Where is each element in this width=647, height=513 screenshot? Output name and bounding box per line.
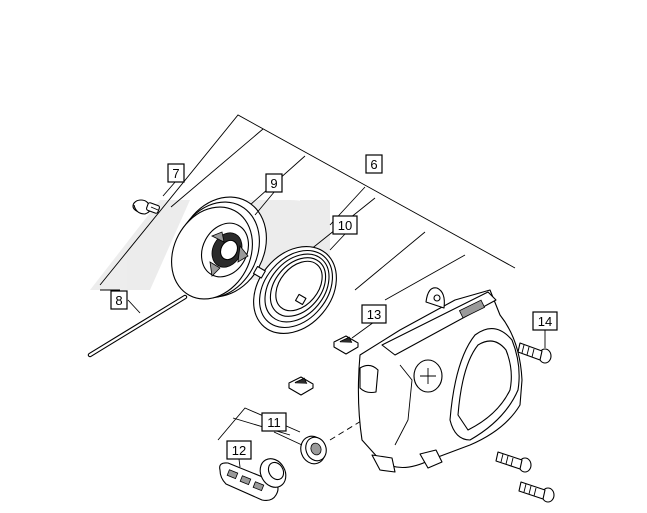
- callout-12[interactable]: 12: [226, 440, 252, 460]
- callout-14[interactable]: 14: [532, 311, 558, 331]
- fan-housing[interactable]: [357, 287, 523, 473]
- callout-7-label: 7: [172, 166, 179, 181]
- callout-leaders: [162, 180, 375, 468]
- callout-11[interactable]: 11: [261, 412, 287, 432]
- callout-6-label: 6: [370, 157, 377, 172]
- callout-10-label: 10: [338, 218, 352, 233]
- callout-8[interactable]: 8: [110, 290, 128, 310]
- callout-13[interactable]: 13: [361, 304, 387, 324]
- part-12-starter-grip[interactable]: [219, 454, 291, 501]
- callout-9-label: 9: [270, 176, 277, 191]
- callout-8-label: 8: [115, 293, 122, 308]
- part-7-screw[interactable]: [132, 199, 160, 215]
- part-10-rewind-spring[interactable]: [237, 230, 354, 350]
- callout-7[interactable]: 7: [167, 163, 185, 183]
- part-13-pawls[interactable]: [288, 335, 359, 396]
- callout-10[interactable]: 10: [332, 215, 358, 235]
- part-14-screws[interactable]: [495, 330, 555, 503]
- part-8-starter-rope[interactable]: [87, 294, 188, 358]
- callout-9[interactable]: 9: [265, 173, 283, 193]
- callout-12-label: 12: [232, 443, 246, 458]
- callout-11-label: 11: [267, 415, 281, 430]
- callout-14-label: 14: [538, 314, 552, 329]
- callout-6[interactable]: 6: [365, 154, 383, 174]
- callout-13-label: 13: [367, 307, 381, 322]
- part-9-rope-pulley[interactable]: [156, 181, 284, 313]
